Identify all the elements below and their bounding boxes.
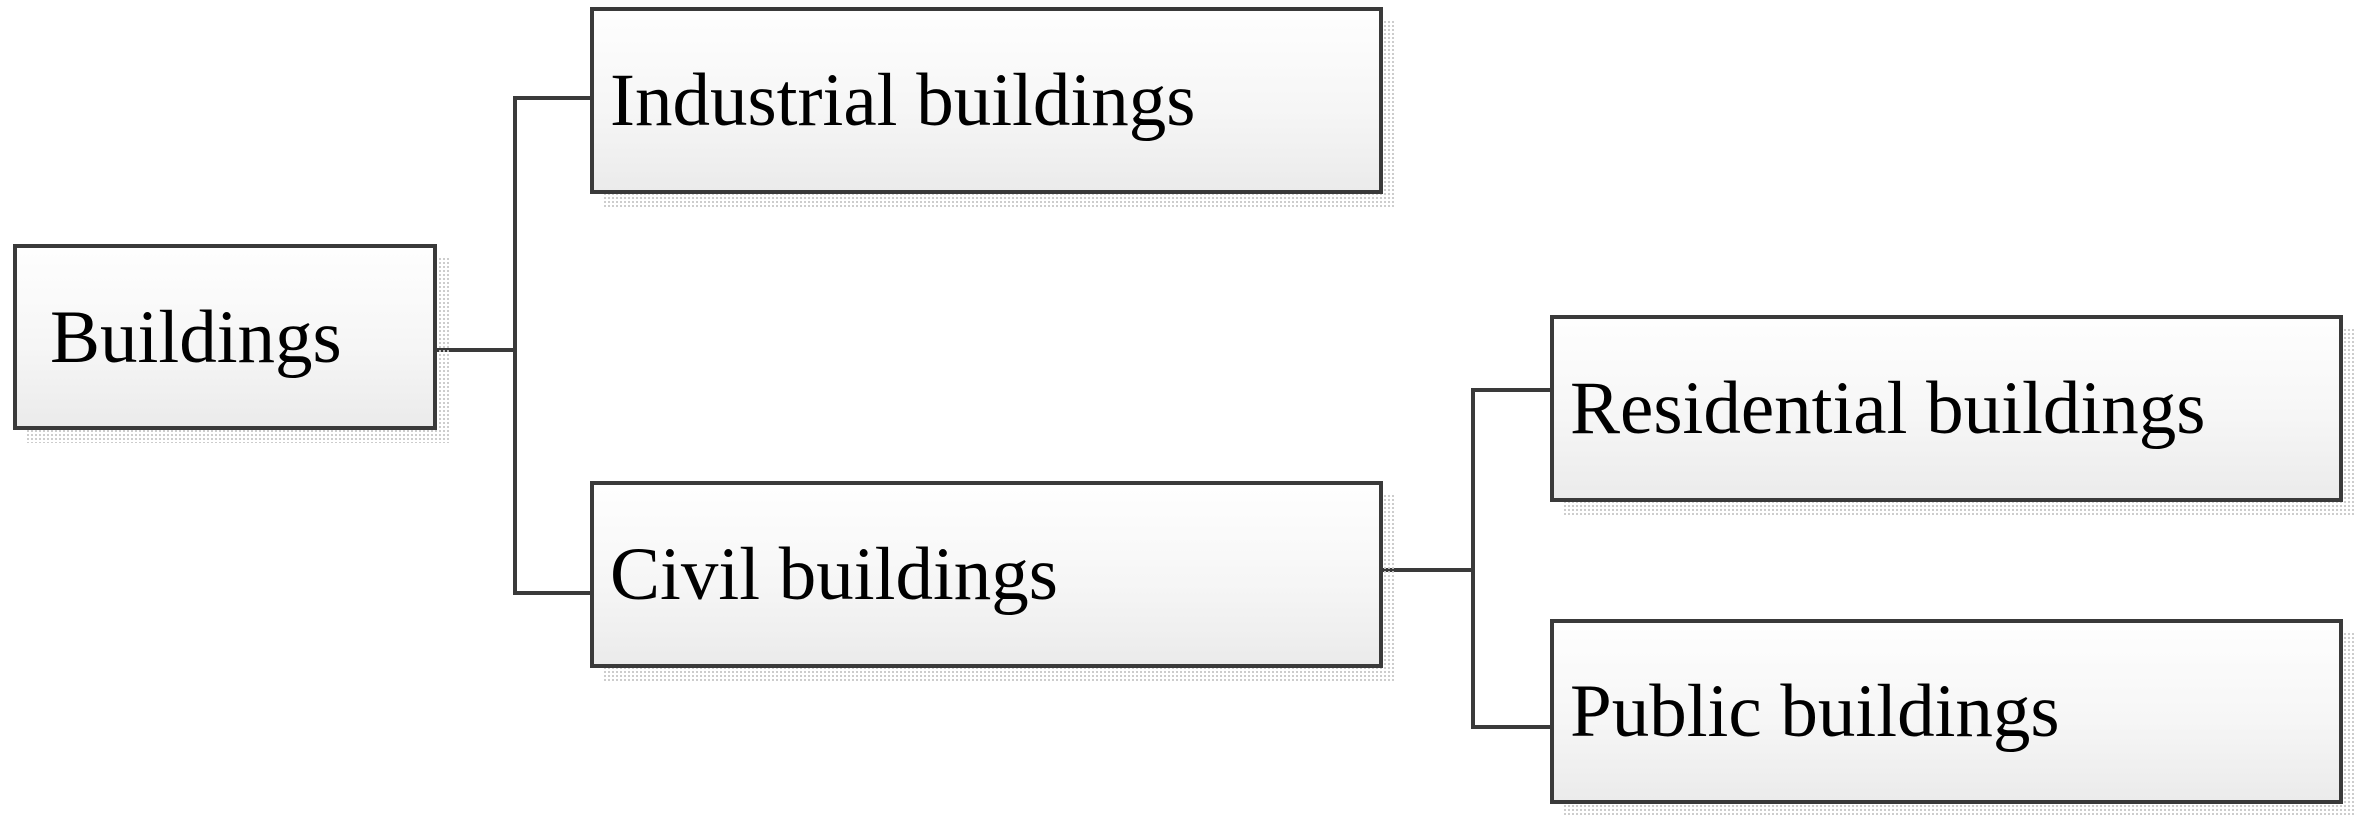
node-civil-box: Civil buildings — [590, 481, 1383, 668]
node-public-box: Public buildings — [1550, 619, 2343, 804]
node-residential-label: Residential buildings — [1570, 367, 2206, 450]
node-residential-box: Residential buildings — [1550, 315, 2343, 502]
node-buildings-box: Buildings — [13, 244, 437, 430]
node-buildings-label: Buildings — [50, 295, 342, 379]
connector-buildings-branch — [437, 348, 517, 352]
connector-left-trunk — [513, 96, 517, 595]
connector-public-branch — [1471, 725, 1550, 729]
node-industrial-box: Industrial buildings — [590, 7, 1383, 194]
node-industrial-buildings: Industrial buildings — [590, 7, 1396, 207]
connector-civil-branch — [513, 591, 590, 595]
node-buildings: Buildings — [13, 244, 450, 443]
connector-residential-branch — [1471, 388, 1550, 392]
node-civil-label: Civil buildings — [610, 533, 1058, 616]
connector-civil-out-branch — [1383, 568, 1475, 572]
node-residential-buildings: Residential buildings — [1550, 315, 2356, 515]
node-public-buildings: Public buildings — [1550, 619, 2356, 817]
node-industrial-label: Industrial buildings — [610, 59, 1196, 142]
connector-right-trunk — [1471, 388, 1475, 729]
connector-industrial-branch — [513, 96, 590, 100]
node-civil-buildings: Civil buildings — [590, 481, 1396, 681]
node-public-label: Public buildings — [1570, 670, 2060, 753]
